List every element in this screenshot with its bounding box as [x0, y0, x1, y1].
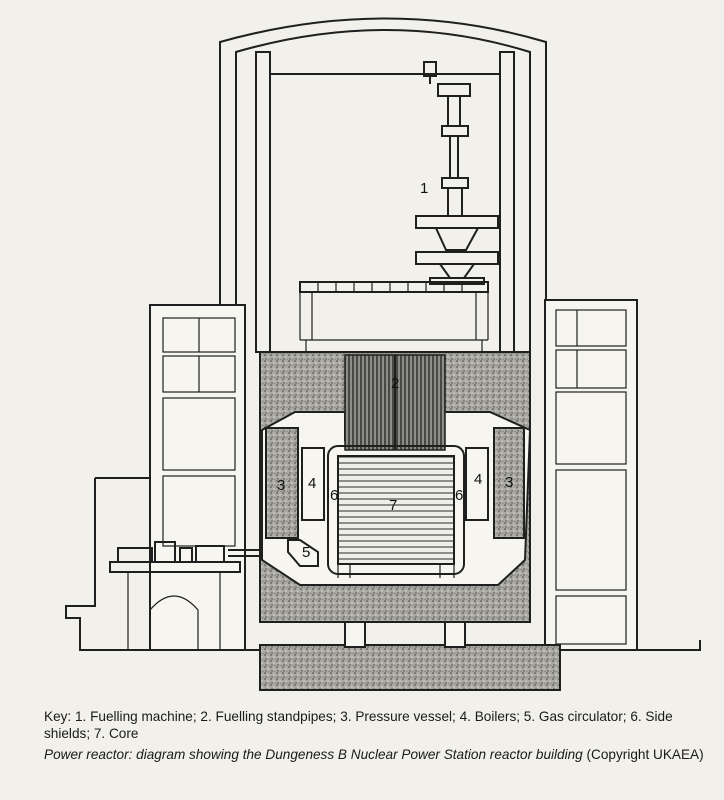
- label-3-left: 3: [277, 477, 285, 494]
- right-annex: [544, 299, 701, 651]
- fuelling-machine: [415, 61, 499, 285]
- label-6-right: 6: [455, 487, 463, 504]
- fuelling-gantry: [299, 281, 489, 352]
- label-5: 5: [302, 544, 310, 561]
- caption-italic: Power reactor: diagram showing the Dunge…: [44, 747, 583, 762]
- boiler-left: [301, 447, 325, 521]
- label-7: 7: [389, 497, 397, 514]
- label-3-right: 3: [505, 474, 513, 491]
- building-outline: [219, 17, 547, 353]
- label-4-left: 4: [308, 475, 316, 492]
- reactor-building-diagram: 1 2 3 3 4 4 5 6 6 7: [65, 17, 701, 691]
- label-2: 2: [391, 375, 399, 392]
- diagram-key: Key: 1. Fuelling machine; 2. Fuelling st…: [44, 709, 673, 741]
- caption-credit: (Copyright UKAEA): [586, 747, 704, 762]
- pressure-vessel-right: [493, 427, 525, 539]
- label-4-right: 4: [474, 471, 482, 488]
- figure-caption: Power reactor: diagram showing the Dunge…: [44, 746, 704, 763]
- gas-circulator: [287, 539, 319, 567]
- core-assembly: [327, 445, 465, 578]
- label-6-left: 6: [330, 487, 338, 504]
- label-1: 1: [420, 180, 428, 197]
- boiler-right: [465, 447, 489, 521]
- pressure-vessel-left: [265, 427, 299, 539]
